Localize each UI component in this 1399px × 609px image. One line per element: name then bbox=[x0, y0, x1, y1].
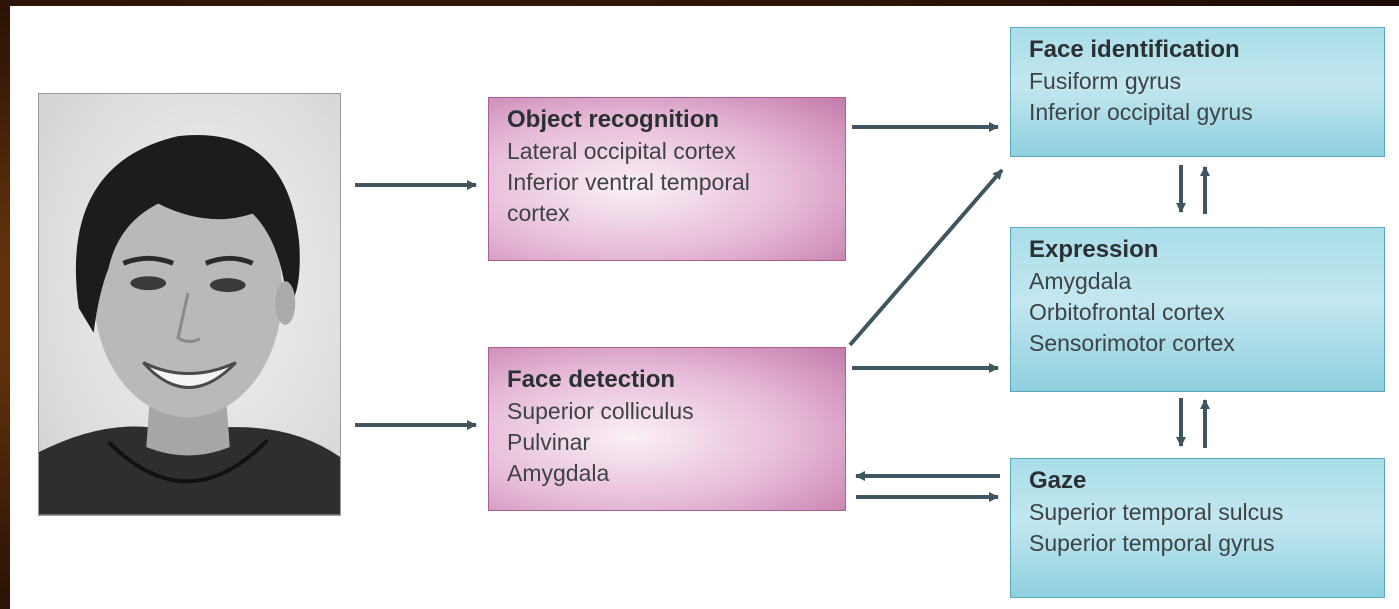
face-photo-drawing bbox=[39, 94, 340, 515]
expression-line-2: Orbitofrontal cortex bbox=[1029, 297, 1370, 328]
face-identification-line-2: Inferior occipital gyrus bbox=[1029, 97, 1370, 128]
face-detection-line-3: Amygdala bbox=[507, 458, 831, 489]
face-identification-box: Face identification Fusiform gyrus Infer… bbox=[1010, 27, 1385, 157]
face-photo bbox=[38, 93, 341, 516]
face-detection-title: Face detection bbox=[507, 364, 831, 396]
gaze-title: Gaze bbox=[1029, 465, 1370, 497]
gaze-line-2: Superior temporal gyrus bbox=[1029, 528, 1370, 559]
gaze-line-1: Superior temporal sulcus bbox=[1029, 497, 1370, 528]
face-detection-line-2: Pulvinar bbox=[507, 427, 831, 458]
object-recognition-title: Object recognition bbox=[507, 104, 831, 136]
object-recognition-box: Object recognition Lateral occipital cor… bbox=[488, 97, 846, 261]
object-recognition-line-1: Lateral occipital cortex bbox=[507, 136, 831, 167]
expression-box: Expression Amygdala Orbitofrontal cortex… bbox=[1010, 227, 1385, 392]
face-identification-line-1: Fusiform gyrus bbox=[1029, 66, 1370, 97]
object-recognition-line-3: cortex bbox=[507, 198, 831, 229]
face-detection-box: Face detection Superior colliculus Pulvi… bbox=[488, 347, 846, 511]
expression-line-3: Sensorimotor cortex bbox=[1029, 328, 1370, 359]
gaze-box: Gaze Superior temporal sulcus Superior t… bbox=[1010, 458, 1385, 598]
object-recognition-line-2: Inferior ventral temporal bbox=[507, 167, 831, 198]
face-detection-line-1: Superior colliculus bbox=[507, 396, 831, 427]
face-identification-title: Face identification bbox=[1029, 34, 1370, 66]
expression-line-1: Amygdala bbox=[1029, 266, 1370, 297]
expression-title: Expression bbox=[1029, 234, 1370, 266]
